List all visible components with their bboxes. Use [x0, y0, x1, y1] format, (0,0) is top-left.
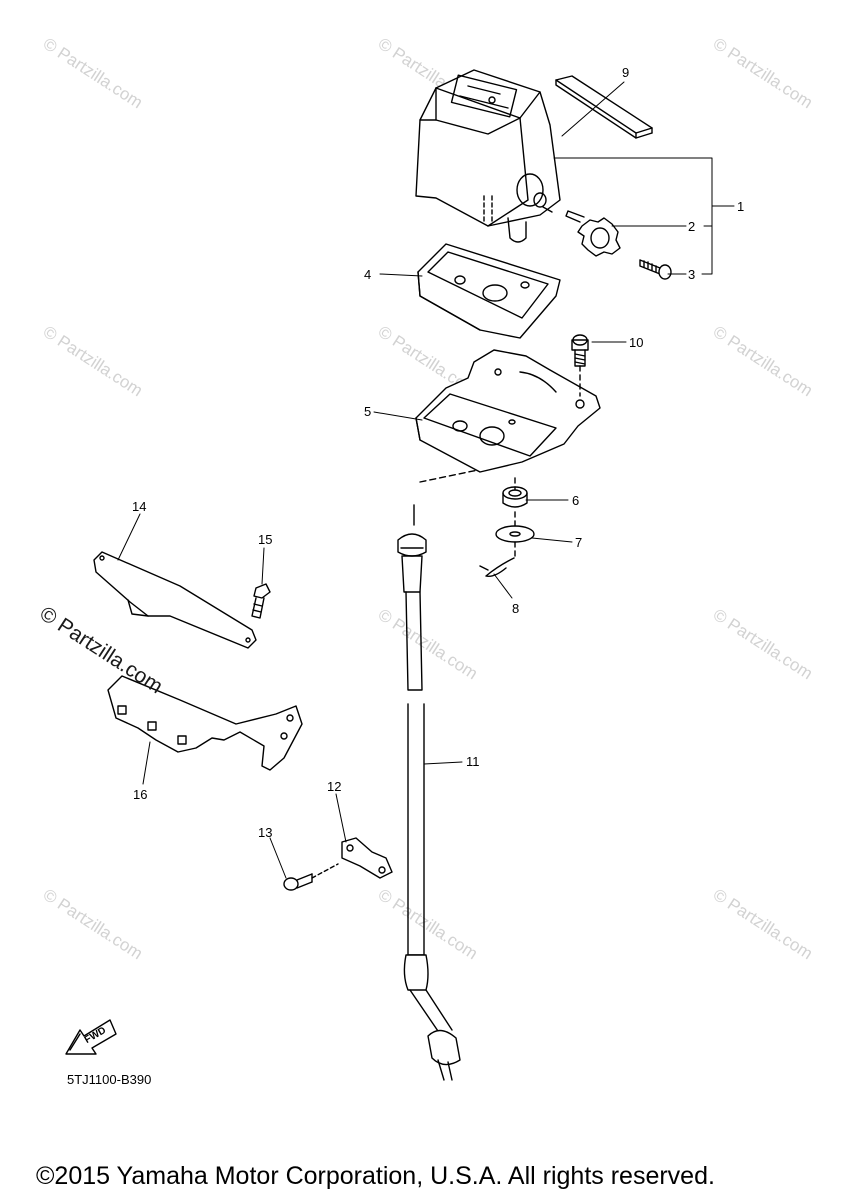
callout-10: 10	[629, 335, 644, 350]
callout-9: 9	[622, 65, 630, 80]
cover-part-4	[417, 243, 561, 339]
callout-16: 16	[133, 787, 148, 802]
callout-13: 13	[258, 825, 273, 840]
callout-11: 11	[466, 754, 480, 769]
callout-3: 3	[688, 267, 696, 282]
washer-part-7	[495, 525, 535, 543]
meter-assembly-part-1	[415, 69, 561, 243]
leader-lines	[117, 81, 735, 879]
clamp-part-12	[341, 837, 393, 879]
bracket-part-5	[415, 349, 601, 473]
callout-12: 12	[327, 779, 342, 794]
callout-5: 5	[364, 404, 372, 419]
pad-strip-part-9	[555, 75, 653, 139]
bolt-part-10	[571, 334, 589, 397]
diagram-code: 5TJ1100-B390	[67, 1072, 152, 1087]
callout-4: 4	[364, 267, 372, 282]
callout-1: 1	[737, 199, 745, 214]
callout-6: 6	[572, 493, 580, 508]
callout-2: 2	[688, 219, 696, 234]
stay-part-14	[93, 551, 257, 649]
bolt-part-15	[251, 583, 271, 619]
drive-gear-part-2	[565, 210, 621, 257]
clip-part-8	[479, 557, 515, 578]
callout-15: 15	[258, 532, 273, 547]
fwd-arrow-icon	[65, 1019, 117, 1055]
callout-7: 7	[575, 535, 583, 550]
copyright-notice: ©2015 Yamaha Motor Corporation, U.S.A. A…	[36, 1162, 715, 1190]
speedometer-cable-part-11	[397, 469, 479, 1081]
screw-part-3	[639, 259, 672, 280]
bracket-part-16	[107, 675, 303, 771]
screw-part-13	[283, 863, 339, 891]
callout-14: 14	[132, 499, 147, 514]
callout-8: 8	[512, 601, 520, 616]
